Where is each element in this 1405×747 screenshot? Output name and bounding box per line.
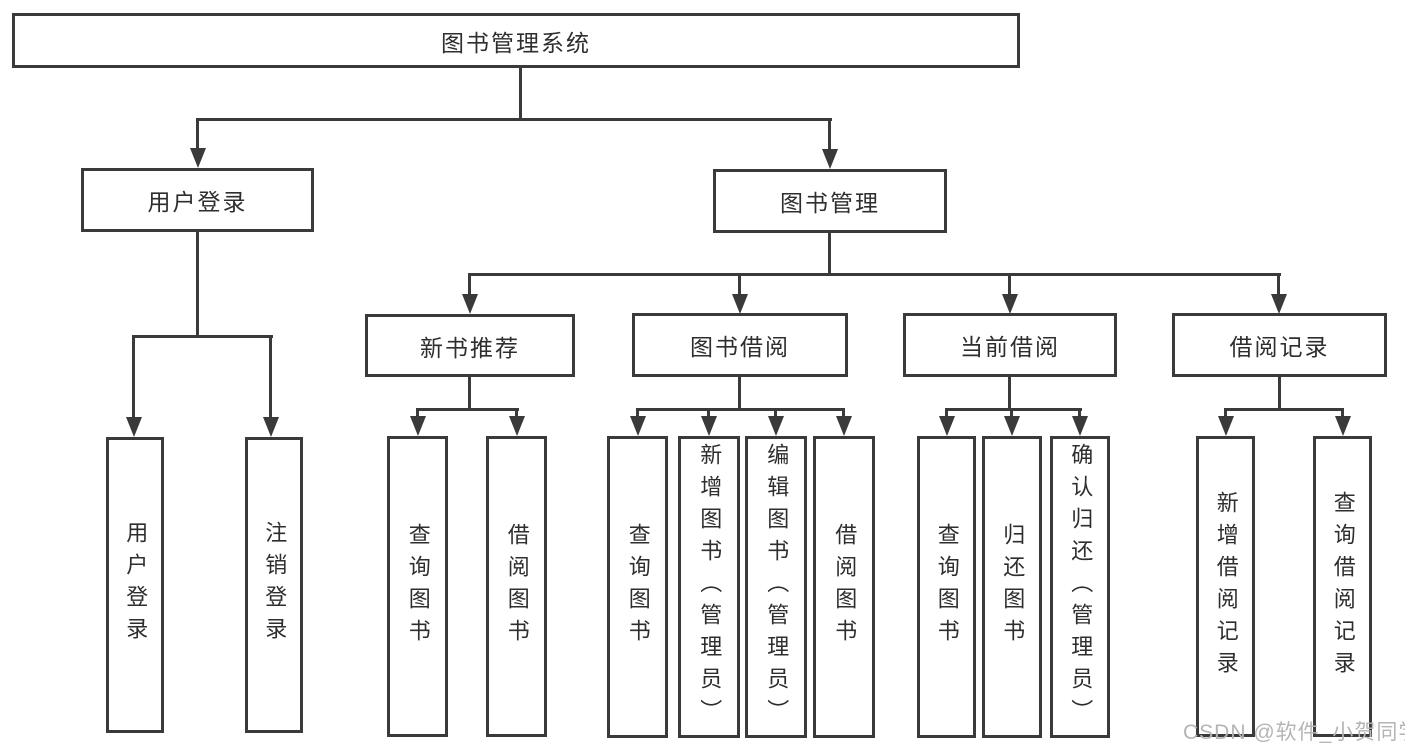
connector-line [519, 68, 522, 118]
node-new-book-recommend: 新书推荐 [365, 314, 575, 377]
leaf-borrow-books-1: 借阅图书 [486, 436, 547, 737]
leaf-query-books-3: 查询图书 [917, 436, 976, 738]
node-user-login-label: 用户登录 [147, 189, 248, 215]
leaf-add-book-admin-label: 新增图书（管理员） [697, 443, 723, 731]
node-book-management: 图书管理 [713, 169, 947, 233]
arrow-down-icon [1002, 294, 1018, 314]
arrow-down-icon [509, 416, 525, 436]
node-book-borrow: 图书借阅 [632, 313, 848, 377]
connector-line [1224, 408, 1344, 411]
arrow-down-icon [126, 417, 142, 437]
leaf-return-books: 归还图书 [982, 436, 1042, 738]
connector-line [1008, 377, 1011, 408]
connector-line [1008, 273, 1011, 296]
connector-line [1277, 273, 1280, 296]
leaf-add-book-admin: 新增图书（管理员） [678, 436, 740, 738]
connector-line [515, 408, 518, 418]
arrow-down-icon [630, 416, 646, 436]
leaf-query-books-2: 查询图书 [607, 436, 668, 738]
connector-line [828, 118, 831, 151]
arrow-down-icon [1004, 416, 1020, 436]
arrow-down-icon [939, 416, 955, 436]
connector-line [132, 335, 135, 419]
arrow-down-icon [1271, 294, 1287, 314]
leaf-return-books-label: 归还图书 [1000, 523, 1026, 651]
connector-line [132, 335, 273, 338]
leaf-borrow-books-1-label: 借阅图书 [504, 522, 530, 651]
connector-line [738, 273, 741, 296]
leaf-user-login: 用户登录 [106, 437, 164, 733]
connector-line [1341, 408, 1344, 418]
connector-line [468, 273, 1281, 276]
leaf-confirm-return-admin: 确认归还（管理员） [1050, 436, 1110, 738]
connector-line [1224, 408, 1227, 418]
arrow-down-icon [1335, 416, 1351, 436]
leaf-add-borrow-record-label: 新增借阅记录 [1213, 490, 1239, 683]
leaf-query-books-3-label: 查询图书 [934, 523, 960, 651]
leaf-query-books-2-label: 查询图书 [625, 523, 651, 651]
connector-line [945, 408, 948, 418]
node-book-management-label: 图书管理 [780, 190, 880, 216]
connector-line [468, 273, 471, 296]
arrow-down-icon [732, 294, 748, 314]
connector-line [1010, 408, 1013, 418]
connector-line [636, 408, 639, 418]
connector-line [945, 408, 1082, 411]
leaf-logout-label: 注销登录 [262, 521, 288, 649]
node-current-borrow-label: 当前借阅 [960, 334, 1060, 360]
connector-line [269, 335, 272, 419]
node-borrow-records: 借阅记录 [1172, 313, 1387, 377]
arrow-down-icon [701, 416, 717, 436]
arrow-down-icon [190, 148, 206, 168]
connector-line [196, 118, 199, 150]
arrow-down-icon [410, 416, 426, 436]
leaf-query-books-1-label: 查询图书 [405, 522, 431, 651]
node-book-borrow-label: 图书借阅 [690, 334, 790, 360]
leaf-edit-book-admin-label: 编辑图书（管理员） [764, 443, 790, 731]
arrow-down-icon [462, 294, 478, 314]
leaf-query-borrow-record: 查询借阅记录 [1313, 436, 1372, 737]
connector-line [416, 408, 519, 411]
node-new-book-recommend-label: 新书推荐 [420, 334, 520, 361]
connector-line [1278, 377, 1281, 408]
connector-line [196, 232, 199, 335]
connector-line [842, 408, 845, 418]
node-borrow-records-label: 借阅记录 [1229, 334, 1330, 360]
leaf-borrow-books-2: 借阅图书 [813, 436, 875, 738]
leaf-confirm-return-admin-label: 确认归还（管理员） [1068, 443, 1094, 731]
leaf-add-borrow-record: 新增借阅记录 [1196, 436, 1255, 737]
arrow-down-icon [768, 416, 784, 436]
arrow-down-icon [1218, 416, 1234, 436]
node-root: 图书管理系统 [12, 13, 1020, 68]
csdn-watermark: CSDN @软件_小贺同学 [1183, 721, 1405, 744]
node-current-borrow: 当前借阅 [903, 313, 1117, 377]
connector-line [1078, 408, 1081, 418]
leaf-edit-book-admin: 编辑图书（管理员） [745, 436, 807, 738]
node-user-login: 用户登录 [81, 168, 314, 232]
connector-line [196, 118, 832, 121]
arrow-down-icon [836, 416, 852, 436]
node-root-label: 图书管理系统 [441, 29, 591, 56]
arrow-down-icon [1072, 416, 1088, 436]
connector-line [707, 408, 710, 418]
connector-line [468, 377, 471, 408]
connector-line [774, 408, 777, 418]
connector-line [636, 408, 845, 411]
leaf-query-borrow-record-label: 查询借阅记录 [1330, 490, 1356, 683]
leaf-query-books-1: 查询图书 [387, 436, 448, 737]
connector-line [738, 377, 741, 408]
connector-line [416, 408, 419, 418]
arrow-down-icon [263, 417, 279, 437]
arrow-down-icon [822, 149, 838, 169]
leaf-user-login-label: 用户登录 [123, 521, 149, 649]
leaf-logout: 注销登录 [245, 437, 303, 733]
leaf-borrow-books-2-label: 借阅图书 [832, 523, 858, 651]
connector-line [828, 233, 831, 273]
